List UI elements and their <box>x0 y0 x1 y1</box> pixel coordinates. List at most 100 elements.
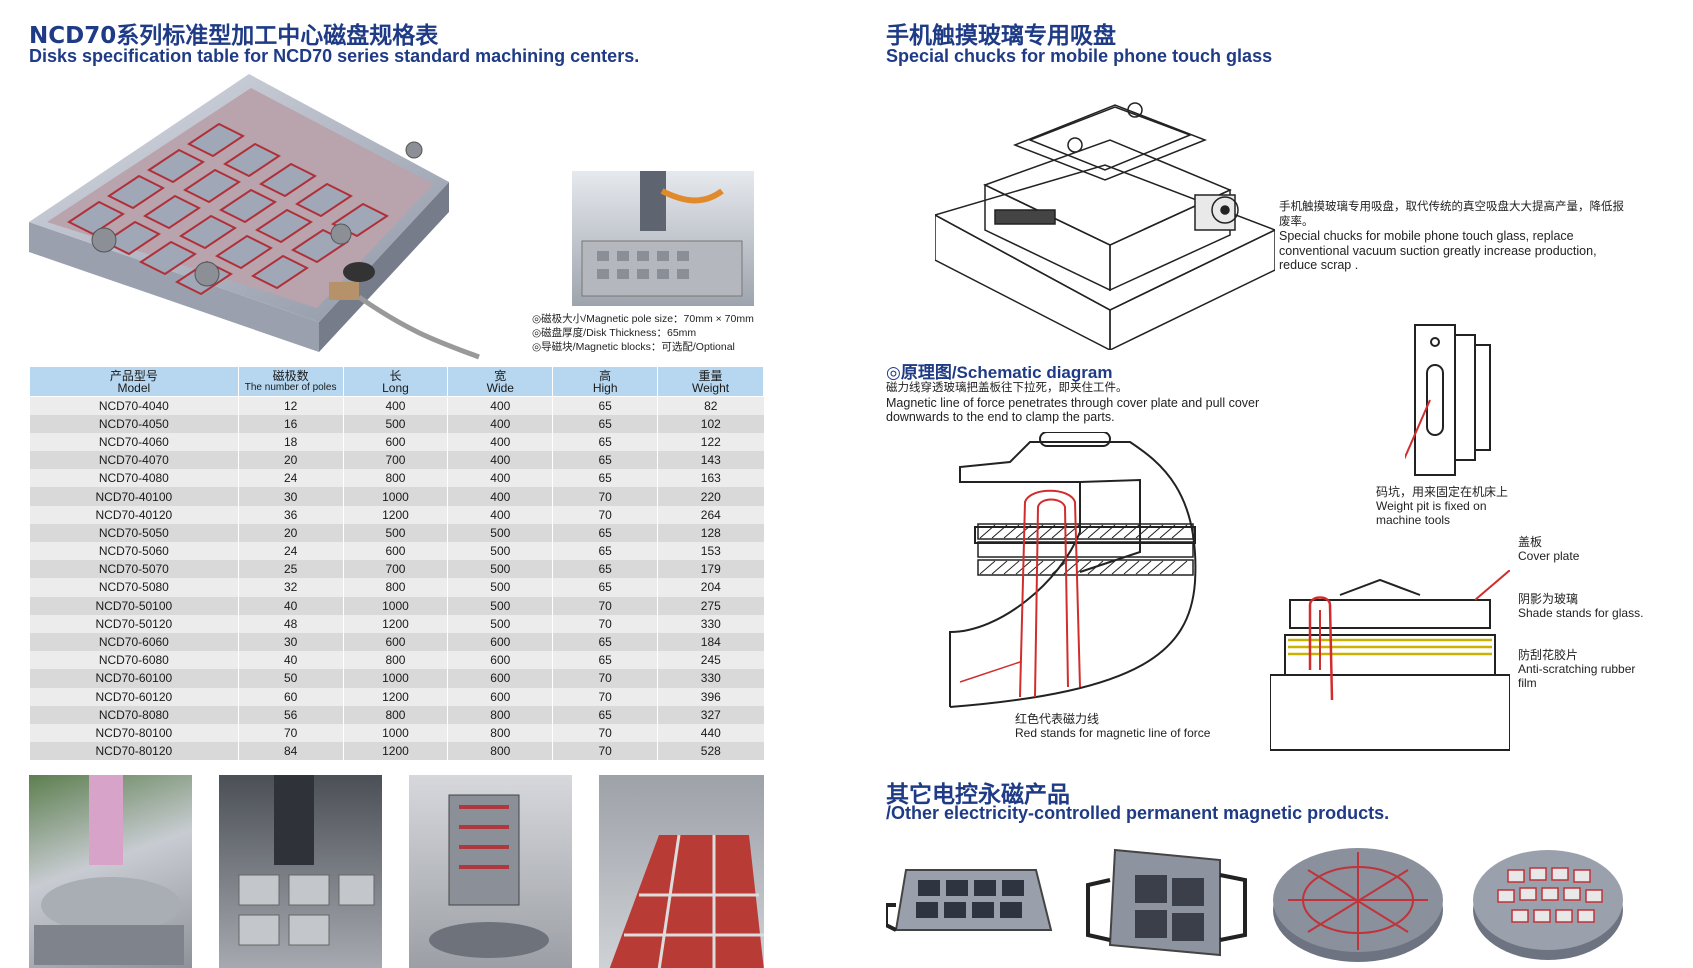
cell-wide: 600 <box>447 632 553 652</box>
cell-weight: 327 <box>657 705 764 724</box>
cell-model: NCD70-4050 <box>29 414 239 433</box>
cell-high: 65 <box>552 560 658 579</box>
cell-high: 70 <box>552 742 658 761</box>
cell-wide: 500 <box>447 523 553 542</box>
product-round-chuck-1 <box>1268 840 1448 965</box>
cell-high: 65 <box>552 705 658 724</box>
weight-pit-cn: 码坑，用来固定在机床上 <box>1376 485 1509 499</box>
cell-poles: 16 <box>237 414 344 433</box>
cell-long: 600 <box>342 632 448 652</box>
cell-long: 800 <box>342 578 448 597</box>
other-title-en: /Other electricity-controlled permanent … <box>886 803 1390 823</box>
cell-long: 1200 <box>342 742 448 761</box>
cell-model: NCD70-6080 <box>29 651 239 670</box>
application-photo-4 <box>599 775 764 968</box>
right-title-cn: 手机触摸玻璃专用吸盘 <box>886 23 1116 49</box>
cell-high: 70 <box>552 614 658 633</box>
cell-poles: 24 <box>237 469 344 488</box>
intro-cn: 手机触摸玻璃专用吸盘，取代传统的真空吸盘大大提高产量，降低报废率。 <box>1279 201 1624 228</box>
cell-long: 500 <box>342 414 448 433</box>
cell-weight: 330 <box>657 614 764 633</box>
cell-wide: 800 <box>447 723 553 743</box>
cell-poles: 20 <box>237 451 344 470</box>
shade-cn: 阴影为玻璃 <box>1518 592 1579 606</box>
cell-poles: 24 <box>237 542 344 561</box>
cell-high: 65 <box>552 469 658 488</box>
cell-poles: 40 <box>237 651 344 670</box>
note-blocks: ◎导磁块/Magnetic blocks：可选配/Optional <box>532 341 735 353</box>
cell-model: NCD70-5050 <box>29 523 239 542</box>
cell-high: 65 <box>552 414 658 433</box>
cell-model: NCD70-50100 <box>29 596 239 615</box>
cell-model: NCD70-5080 <box>29 578 239 597</box>
schematic-drawing <box>940 432 1230 712</box>
cell-model: NCD70-4080 <box>29 469 239 488</box>
cell-wide: 400 <box>447 414 553 433</box>
cell-long: 1000 <box>342 596 448 615</box>
cell-high: 65 <box>552 651 658 670</box>
cell-wide: 500 <box>447 578 553 597</box>
cell-model: NCD70-60120 <box>29 687 239 706</box>
cell-wide: 400 <box>447 505 553 524</box>
left-title-cn: NCD70系列标准型加工中心磁盘规格表 <box>29 23 439 49</box>
cell-wide: 400 <box>447 396 553 415</box>
note-thickness: ◎磁盘厚度/Disk Thickness：65mm <box>532 327 697 339</box>
cell-long: 1200 <box>342 614 448 633</box>
cell-model: NCD70-5060 <box>29 542 239 561</box>
application-photo-1 <box>29 775 192 968</box>
schematic-title: ◎原理图/Schematic diagram <box>886 363 1113 382</box>
cell-poles: 60 <box>237 687 344 706</box>
cell-wide: 600 <box>447 669 553 688</box>
cell-poles: 36 <box>237 505 344 524</box>
cell-weight: 163 <box>657 469 764 488</box>
cell-model: NCD70-6060 <box>29 632 239 652</box>
phone-chuck-drawing <box>935 95 1275 350</box>
cell-long: 1000 <box>342 723 448 743</box>
other-title-cn: 其它电控永磁产品 <box>886 782 1070 808</box>
cell-high: 65 <box>552 578 658 597</box>
cell-long: 1200 <box>342 687 448 706</box>
rubber-label: 防刮花胶片 Anti-scratching rubber film <box>1518 648 1638 690</box>
cell-model: NCD70-8080 <box>29 705 239 724</box>
weight-pit-label: 码坑，用来固定在机床上 Weight pit is fixed on machi… <box>1376 485 1516 527</box>
red-line-label: 红色代表磁力线 Red stands for magnetic line of … <box>1015 712 1210 740</box>
cell-weight: 204 <box>657 578 764 597</box>
cell-weight: 220 <box>657 487 764 506</box>
red-line-cn: 红色代表磁力线 <box>1015 712 1100 726</box>
schematic-cn: 磁力线穿透玻璃把盖板往下拉死，即夹住工件。 <box>886 382 1128 394</box>
cell-weight: 128 <box>657 523 764 542</box>
cell-weight: 153 <box>657 542 764 561</box>
cell-weight: 275 <box>657 596 764 615</box>
cell-long: 700 <box>342 451 448 470</box>
product-round-chuck-2 <box>1468 840 1628 965</box>
cell-model: NCD70-5070 <box>29 560 239 579</box>
schematic-text: 磁力线穿透玻璃把盖板往下拉死，即夹住工件。 Magnetic line of f… <box>886 381 1276 425</box>
cell-weight: 440 <box>657 723 764 743</box>
cell-high: 70 <box>552 505 658 524</box>
cell-long: 1000 <box>342 669 448 688</box>
cell-model: NCD70-4070 <box>29 451 239 470</box>
cell-poles: 30 <box>237 487 344 506</box>
cell-wide: 800 <box>447 705 553 724</box>
cell-weight: 82 <box>657 396 764 415</box>
cell-weight: 528 <box>657 742 764 761</box>
cell-long: 800 <box>342 651 448 670</box>
left-title-en: Disks specification table for NCD70 seri… <box>29 46 640 66</box>
cell-poles: 32 <box>237 578 344 597</box>
red-line-en: Red stands for magnetic line of force <box>1015 726 1211 740</box>
cell-high: 70 <box>552 687 658 706</box>
